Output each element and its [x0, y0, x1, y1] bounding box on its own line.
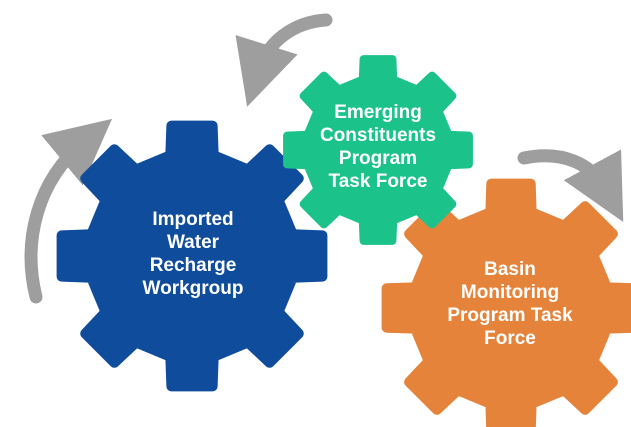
gear-label-line: Constituents — [319, 125, 437, 147]
gear-label-line: Emerging — [334, 102, 422, 124]
gear-label-line: Monitoring — [460, 282, 560, 304]
curved-arrow-right-down — [517, 149, 624, 223]
gear-label-line: Water — [166, 232, 220, 254]
gear-label-line: Program Task — [447, 305, 573, 326]
gear-label-imported-water: Imported Water Recharge Workgroup — [118, 190, 268, 320]
gear-label-line: Recharge — [149, 255, 237, 276]
gear-imported-water — [56, 120, 328, 392]
gear-basin-monitoring — [381, 178, 631, 427]
gear-label-line: Force — [484, 327, 536, 349]
gear-label-basin-monitoring: Basin Monitoring Program Task Force — [430, 240, 590, 370]
gear-label-line: Task Force — [328, 170, 428, 192]
gear-emerging-constituents — [283, 55, 473, 245]
curved-arrow-top — [235, 13, 333, 107]
gear-label-line: Basin — [484, 259, 536, 281]
curved-arrow-left-up — [24, 118, 113, 304]
gear-label-line: Imported — [152, 209, 234, 231]
gear-label-line: Program — [338, 148, 418, 169]
gear-label-line: Workgroup — [142, 277, 244, 299]
gear-label-emerging-constituents: Emerging Constituents Program Task Force — [303, 88, 453, 208]
